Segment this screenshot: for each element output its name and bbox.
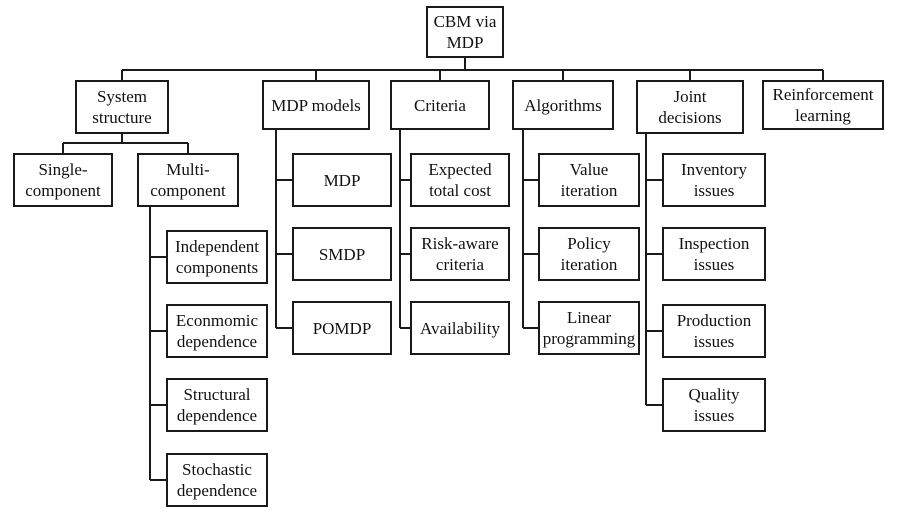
category-joint-decisions: Joint decisions: [636, 80, 744, 134]
node-policy-iteration: Policy iteration: [538, 227, 640, 281]
category-algorithms: Algorithms: [512, 80, 614, 130]
node-stochastic-dependence: Stochastic dependence: [166, 453, 268, 507]
node-inspection-issues: Inspection issues: [662, 227, 766, 281]
node-multi-component: Multi- component: [137, 153, 239, 207]
root-node-cbm-via-mdp: CBM via MDP: [426, 6, 504, 58]
node-smdp: SMDP: [292, 227, 392, 281]
category-system-structure: System structure: [75, 80, 169, 134]
node-structural-dependence: Structural dependence: [166, 378, 268, 432]
node-economic-dependence: Econmomic dependence: [166, 304, 268, 358]
node-quality-issues: Quality issues: [662, 378, 766, 432]
node-pomdp: POMDP: [292, 301, 392, 355]
node-inventory-issues: Inventory issues: [662, 153, 766, 207]
node-value-iteration: Value iteration: [538, 153, 640, 207]
node-expected-total-cost: Expected total cost: [410, 153, 510, 207]
category-reinforcement-learning: Reinforcement learning: [762, 80, 884, 130]
node-linear-programming: Linear programming: [538, 301, 640, 355]
category-criteria: Criteria: [390, 80, 490, 130]
node-single-component: Single- component: [13, 153, 113, 207]
node-independent-components: Independent components: [166, 230, 268, 284]
category-mdp-models: MDP models: [262, 80, 370, 130]
node-availability: Availability: [410, 301, 510, 355]
node-risk-aware-criteria: Risk-aware criteria: [410, 227, 510, 281]
node-production-issues: Production issues: [662, 304, 766, 358]
node-mdp: MDP: [292, 153, 392, 207]
